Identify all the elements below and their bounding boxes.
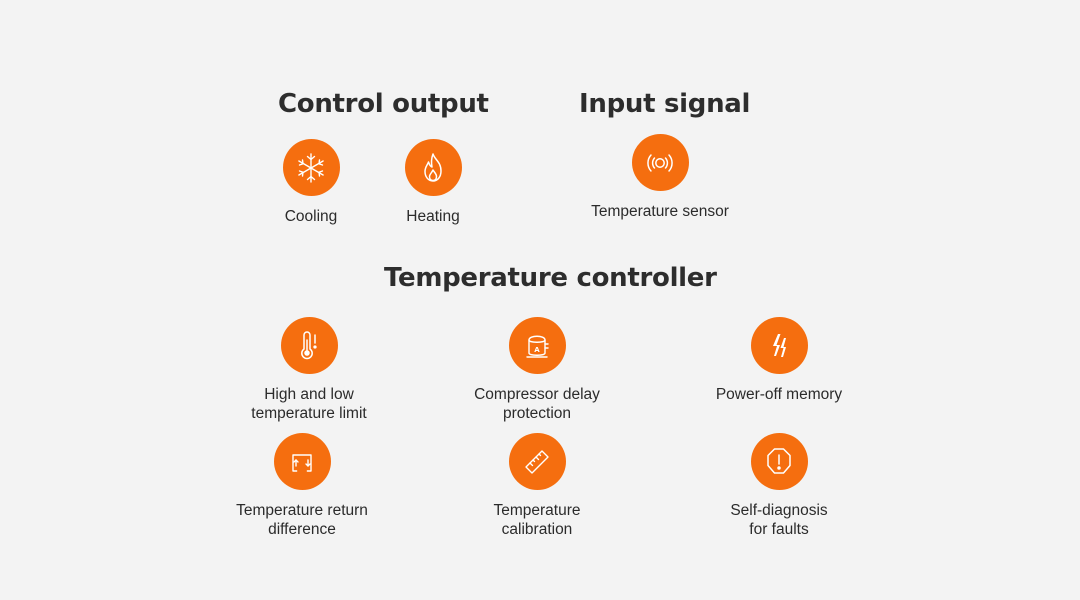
feature-temperature-calibration: Temperature calibration [447, 433, 627, 539]
feature-high-low-limit: High and low temperature limit [219, 317, 399, 423]
feature-cooling: Cooling [221, 139, 401, 226]
feature-power-off-memory: Power-off memory [689, 317, 869, 404]
feature-label: Self-diagnosis for faults [730, 502, 828, 538]
temperature-controller-heading: Temperature controller [384, 263, 717, 293]
sensor-signal-icon [631, 134, 689, 191]
svg-text:A: A [534, 346, 540, 354]
ruler-icon [508, 433, 566, 490]
feature-label: Temperature calibration [493, 502, 581, 538]
feature-label: Heating [406, 208, 460, 225]
feature-label: Temperature return difference [236, 502, 368, 538]
feature-label: Cooling [284, 208, 338, 225]
feature-temperature-sensor: Temperature sensor [570, 134, 750, 221]
feature-label: Compressor delay protection [474, 386, 600, 422]
compressor-icon: A [508, 317, 566, 374]
control-output-heading: Control output [278, 89, 489, 119]
feature-label: Temperature sensor [591, 203, 729, 220]
return-difference-icon [273, 433, 331, 490]
feature-compressor-delay: A Compressor delay protection [447, 317, 627, 423]
feature-self-diagnosis: Self-diagnosis for faults [689, 433, 869, 539]
thermometer-alert-icon [280, 317, 338, 374]
snowflake-icon [282, 139, 340, 196]
feature-heating: Heating [343, 139, 523, 226]
warning-octagon-icon [750, 433, 808, 490]
feature-return-difference: Temperature return difference [212, 433, 392, 539]
power-off-icon [750, 317, 808, 374]
flame-icon [404, 139, 462, 196]
feature-label: Power-off memory [715, 386, 843, 403]
feature-label: High and low temperature limit [251, 386, 367, 422]
input-signal-heading: Input signal [579, 89, 751, 119]
